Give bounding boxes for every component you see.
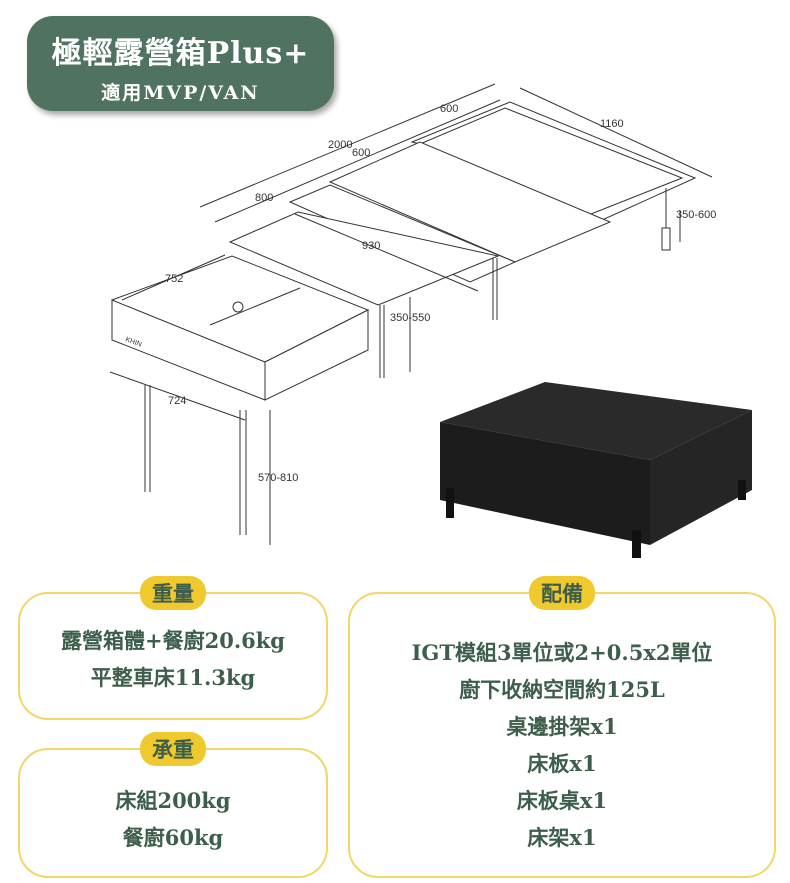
equipment-line: 桌邊掛架x1 <box>506 714 618 739</box>
equipment-line: IGT模組3單位或2+0.5x2單位 <box>411 640 713 665</box>
weight-card: 重量 露營箱體+餐廚20.6kg 平整車床11.3kg <box>18 576 328 720</box>
equipment-line: 廚下收納空間約125L <box>459 677 665 702</box>
dim-570-810: 570-810 <box>258 472 298 484</box>
equipment-card: 配備 IGT模組3單位或2+0.5x2單位 廚下收納空間約125L 桌邊掛架x1… <box>348 576 776 878</box>
product-title: 極輕露營箱Plus+ <box>51 36 310 71</box>
load-line: 餐廚60kg <box>122 825 224 850</box>
dim-1160: 1160 <box>600 118 624 130</box>
product-photo <box>440 382 752 558</box>
weight-line: 露營箱體+餐廚20.6kg <box>61 628 285 653</box>
dim-724: 724 <box>168 395 186 407</box>
dim-350-550: 350-550 <box>390 312 430 324</box>
equipment-tag: 配備 <box>529 576 595 610</box>
product-subtitle: 適用MVP/VAN <box>101 82 260 104</box>
bed-panel-1 <box>228 211 500 306</box>
dim-752: 752 <box>165 273 183 285</box>
equipment-line: 床架x1 <box>527 825 597 850</box>
load-tag: 承重 <box>140 732 206 766</box>
load-line: 床組200kg <box>115 788 231 813</box>
load-card: 承重 床組200kg 餐廚60kg <box>18 732 328 878</box>
bed-panel-3 <box>328 141 612 263</box>
dim-350-600: 350-600 <box>676 209 716 221</box>
dim-600-top: 600 <box>440 103 458 115</box>
weight-line: 平整車床11.3kg <box>90 665 256 690</box>
weight-tag: 重量 <box>140 576 206 610</box>
dim-800: 800 <box>255 192 273 204</box>
dimension-diagram: 600 1160 2000 600 800 930 752 350-600 35… <box>109 83 752 558</box>
equipment-line: 床板桌x1 <box>516 788 608 813</box>
dim-930: 930 <box>362 240 380 252</box>
dim-600-mid: 600 <box>352 147 370 159</box>
equipment-line: 床板x1 <box>527 751 597 776</box>
title-badge: 極輕露營箱Plus+ 適用MVP/VAN <box>27 16 334 111</box>
dim-2000: 2000 <box>328 139 352 151</box>
